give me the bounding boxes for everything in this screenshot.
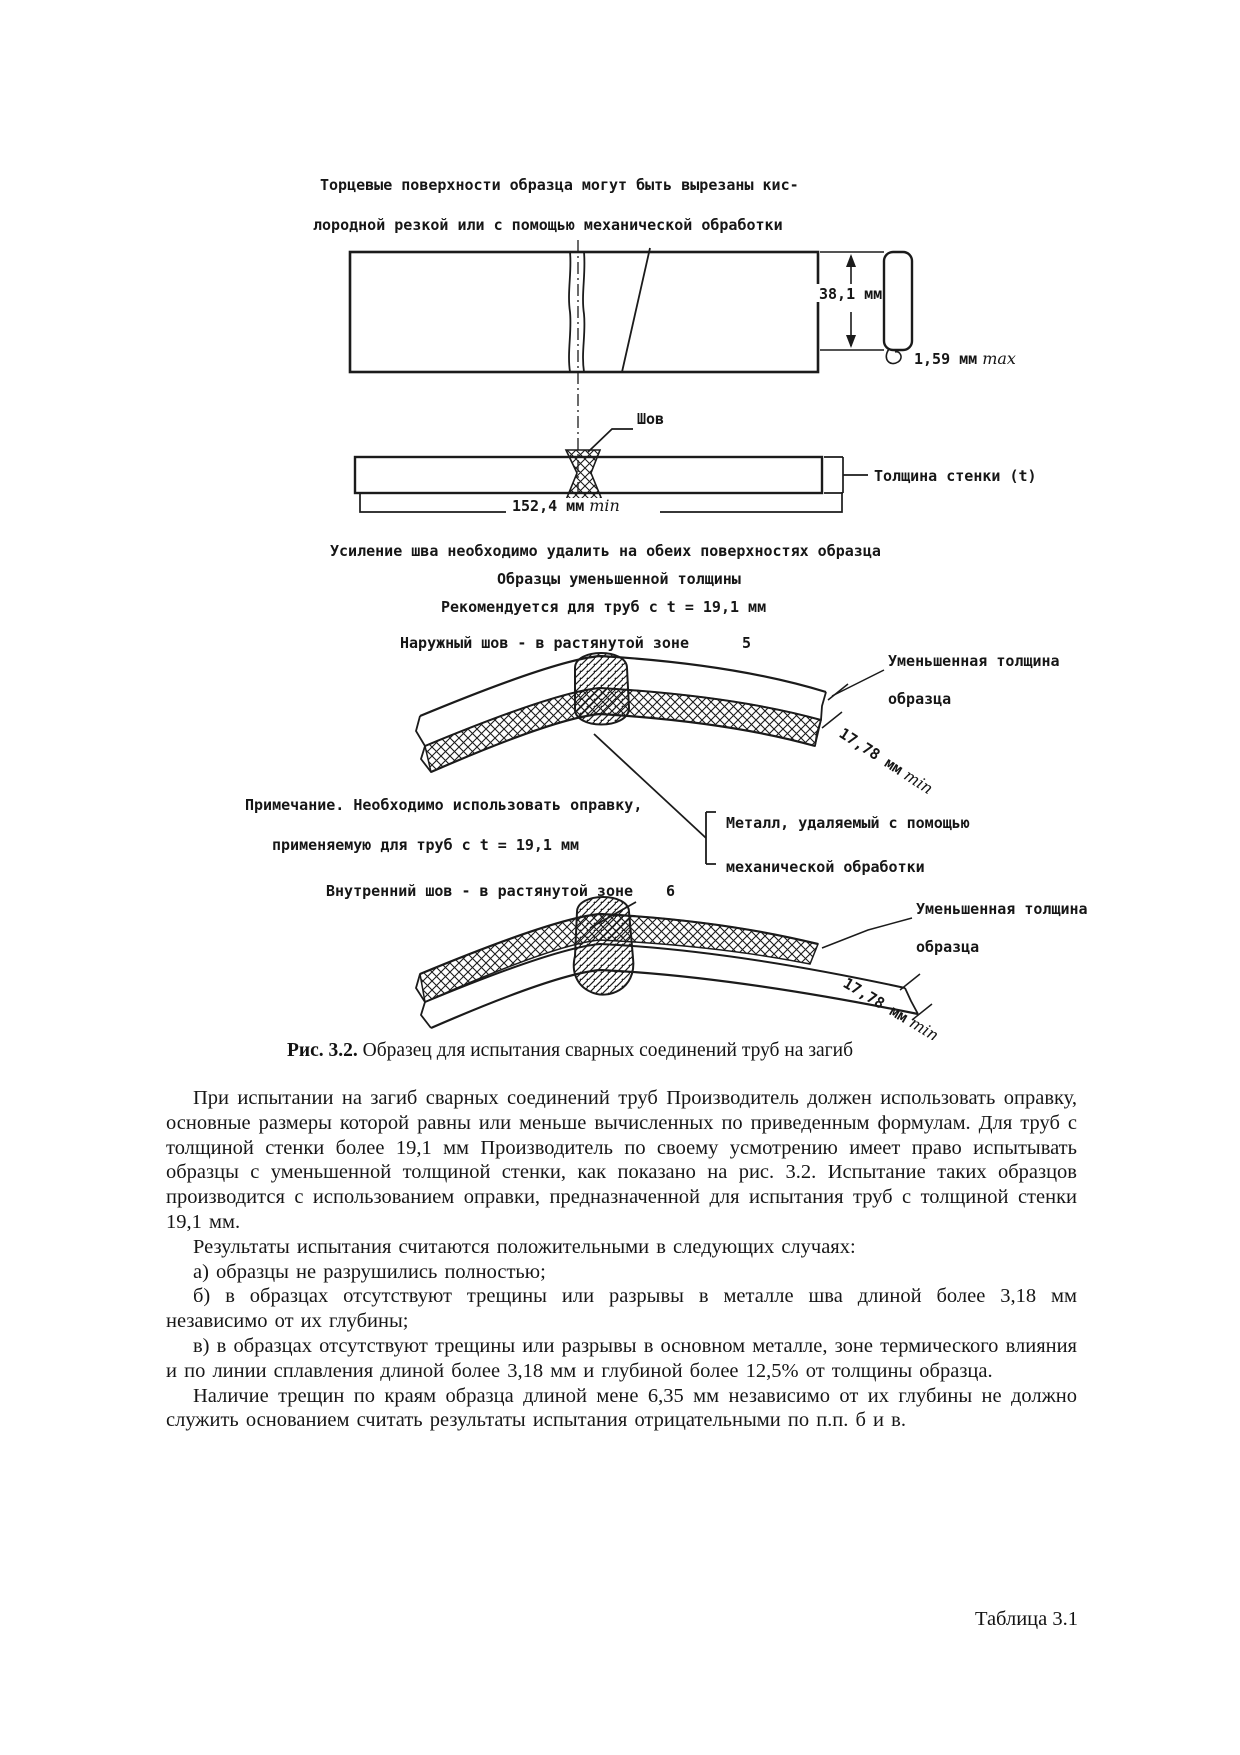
weld-label: Шов [637, 410, 664, 428]
paragraph-intro: При испытании на загиб сварных соединени… [166, 1087, 1077, 1233]
reduced-thickness-label-2: образца [888, 690, 951, 708]
metal-removed-label-2: механической обработки [726, 858, 925, 876]
arc-dimension-ticks [821, 683, 849, 729]
arrow-up-icon [846, 254, 856, 267]
mandrel-note-line2: применяемую для труб с t = 19,1 мм [272, 836, 579, 854]
metal-removed-bracket [705, 811, 716, 865]
arrow-down-icon [846, 335, 856, 348]
paragraph-item-v: в) в образцах отсутствуют трещины или ра… [166, 1334, 1077, 1382]
table-reference: Таблица 3.1 [974, 1608, 1078, 1630]
mandrel-note-line1: Примечание. Необходимо использовать опра… [245, 796, 642, 814]
inner-weld-label: Внутренний шов - в растянутой зоне [326, 882, 633, 900]
weld-seam-line [568, 251, 572, 373]
arc-dimension: 17,78 ммmin [836, 723, 937, 798]
fig-top-note-line2: лородной резкой или с помощью механическ… [313, 216, 783, 234]
reduced-thickness-label-2: образца [916, 938, 979, 956]
metal-removed-label-1: Металл, удаляемый с помощью [726, 814, 970, 832]
body-text: При испытании на загиб сварных соединени… [166, 1086, 1077, 1433]
reduced-thickness-leader [821, 917, 913, 949]
inner-weld-number: 6 [666, 882, 675, 900]
inner-weld-diagram: Внутренний шов - в растянутой зоне 6 Уме… [326, 882, 1088, 1040]
paragraph-item-b: б) в образцах отсутствуют трещины или ра… [166, 1285, 1077, 1333]
reduced-thickness-leader [831, 669, 885, 697]
radius-leader [885, 348, 902, 365]
weld-seam-line [582, 251, 586, 373]
width-dimension: 38,1 мм [819, 285, 882, 303]
reduced-thickness-label-1: Уменьшенная толщина [888, 652, 1060, 670]
figure-caption: Рис. 3.2. Образец для испытания сварных … [0, 1040, 1140, 1062]
weld-leader [587, 428, 633, 453]
reduced-thickness-label-1: Уменьшенная толщина [916, 900, 1088, 918]
fig-top-note-line1: Торцевые поверхности образца могут быть … [320, 176, 799, 194]
paragraph-item-a: а) образцы не разрушились полностью; [193, 1260, 546, 1283]
specimen-end-view [882, 250, 914, 352]
paragraph-results: Результаты испытания считаются положител… [193, 1235, 856, 1258]
weld-cross-section [564, 449, 604, 501]
remove-reinforcement-note: Усиление шва необходимо удалить на обеих… [330, 542, 881, 560]
metal-removed-leader [593, 733, 707, 839]
figure-3-2-drawing: Торцевые поверхности образца могут быть … [245, 176, 1088, 1040]
paragraph-edge-cracks: Наличие трещин по краям образца длиной м… [166, 1384, 1077, 1432]
outer-weld-diagram: Наружный шов - в растянутой зоне 5 Умень… [400, 634, 1060, 798]
arc-dimension-ticks [899, 973, 933, 1021]
arc-dimension: 17,78 ммmin [840, 973, 942, 1040]
outer-weld-bead [573, 652, 631, 726]
wall-thickness-bracket [824, 456, 868, 494]
figure-caption-text: Образец для испытания сварных соединений… [357, 1040, 854, 1061]
inner-weld-bead [572, 896, 635, 996]
recommended-note: Рекомендуется для труб с t = 19,1 мм [441, 598, 766, 616]
outer-weld-label: Наружный шов - в растянутой зоне [400, 634, 689, 652]
weld-seam-slant-line [621, 247, 651, 373]
outer-weld-number: 5 [742, 634, 751, 652]
reduced-thickness-title: Образцы уменьшенной толщины [497, 570, 741, 588]
figure-caption-number: Рис. 3.2. [286, 1040, 358, 1061]
wall-thickness-label: Толщина стенки (t) [874, 467, 1037, 485]
